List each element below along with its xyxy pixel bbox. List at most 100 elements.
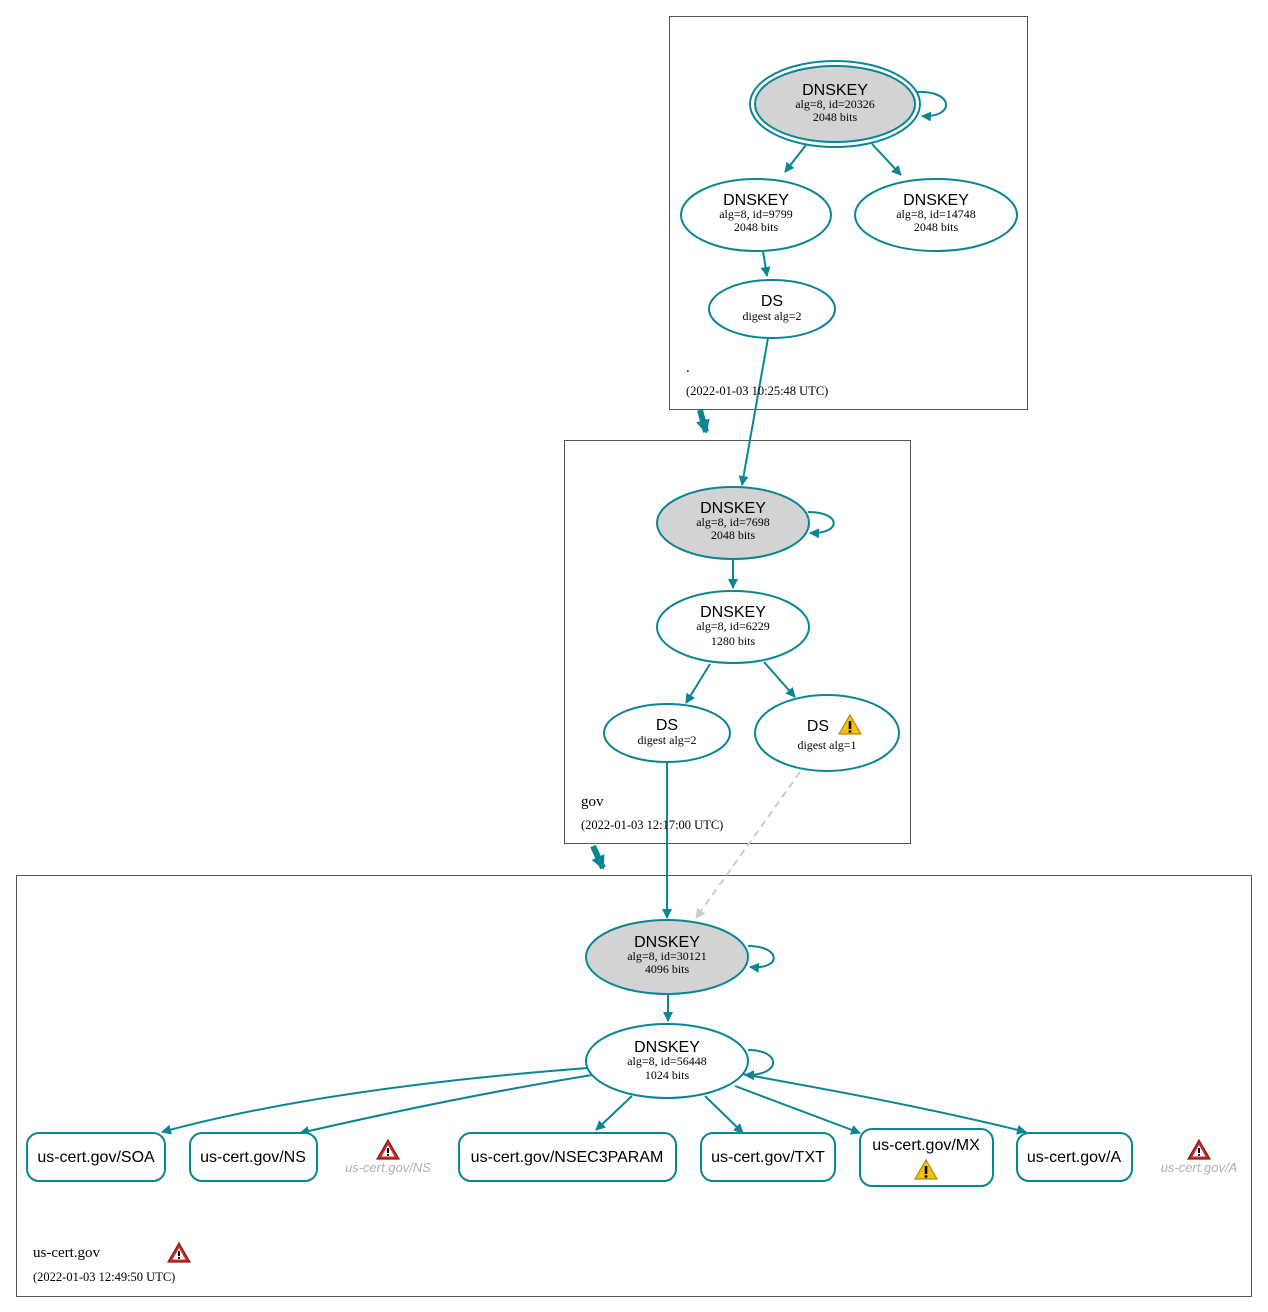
record-label: us-cert.gov/NS <box>200 1149 306 1166</box>
zone-uscert-name: us-cert.gov <box>33 1245 101 1261</box>
edge-uscert-zsk-ns <box>299 1074 593 1136</box>
zone-gov-box <box>564 440 911 844</box>
node-detail: alg=8, id=30121 <box>627 949 707 963</box>
ghost-record-a[interactable]: us-cert.gov/A <box>1161 1139 1238 1175</box>
root-zsk2-node[interactable]: DNSKEY alg=8, id=14748 2048 bits <box>854 178 1018 252</box>
node-detail: alg=8, id=7698 <box>696 515 770 529</box>
edge-root-zsk1-ds <box>760 250 771 277</box>
zone-root-name: . <box>686 360 690 376</box>
record-txt[interactable]: us-cert.gov/TXT <box>700 1132 836 1182</box>
edge-gov-zsk-ds1 <box>763 661 796 698</box>
error-icon <box>167 1242 191 1263</box>
edge-uscert-ksk-self <box>747 945 775 973</box>
zone-root-box <box>669 16 1028 410</box>
record-nsec3param[interactable]: us-cert.gov/NSEC3PARAM <box>458 1132 677 1182</box>
record-soa[interactable]: us-cert.gov/SOA <box>26 1132 166 1182</box>
node-detail: 1280 bits <box>711 634 756 648</box>
record-a-box <box>1016 1132 1133 1182</box>
root-zsk1-node[interactable]: DNSKEY alg=8, id=9799 2048 bits <box>680 178 832 252</box>
record-ns[interactable]: us-cert.gov/NS <box>189 1132 318 1182</box>
record-label: us-cert.gov/SOA <box>37 1149 155 1166</box>
node-detail: 2048 bits <box>734 220 779 234</box>
edge-root-ksk-zsk1 <box>784 144 807 173</box>
gov-ds1-shape <box>754 694 900 772</box>
gov-ksk-node[interactable]: DNSKEY alg=8, id=7698 2048 bits <box>656 486 810 560</box>
delegation-root-gov-arrow <box>696 409 710 434</box>
zone-gov-name: gov <box>581 794 604 810</box>
ghost-record-ns[interactable]: us-cert.gov/NS <box>345 1139 431 1175</box>
node-detail: 2048 bits <box>914 220 959 234</box>
root-ksk-shape <box>754 65 916 143</box>
node-title: DS <box>656 717 678 734</box>
root-ksk-node[interactable]: DNSKEY alg=8, id=20326 2048 bits <box>749 60 921 148</box>
edge-gov-ksk-self <box>807 511 835 539</box>
record-soa-box <box>26 1132 166 1182</box>
node-title: DNSKEY <box>700 604 766 621</box>
edge-uscert-zsk-mx <box>734 1085 861 1135</box>
record-nsec3param-box <box>458 1132 677 1182</box>
zone-uscert-box <box>16 875 1252 1297</box>
record-mx-box <box>859 1128 994 1187</box>
error-icon <box>1187 1139 1211 1160</box>
record-label: us-cert.gov/A <box>1027 1149 1122 1166</box>
record-label: us-cert.gov/NSEC3PARAM <box>471 1149 664 1166</box>
zone-gov-timestamp: (2022-01-03 12:17:00 UTC) <box>581 818 723 832</box>
record-a[interactable]: us-cert.gov/A <box>1016 1132 1133 1182</box>
node-detail: alg=8, id=6229 <box>696 619 770 633</box>
node-detail: digest alg=1 <box>797 738 856 752</box>
node-detail: digest alg=2 <box>637 733 696 747</box>
gov-ds1-node[interactable]: DS digest alg=1 <box>754 694 900 772</box>
record-ns-box <box>189 1132 318 1182</box>
root-zsk2-shape <box>854 178 1018 252</box>
uscert-zsk-node[interactable]: DNSKEY alg=8, id=56448 1024 bits <box>585 1023 749 1099</box>
ghost-record-label: us-cert.gov/NS <box>345 1160 431 1175</box>
edge-uscert-zsk-a <box>741 1073 1027 1135</box>
error-icon <box>376 1139 400 1160</box>
gov-ds2-node[interactable]: DS digest alg=2 <box>603 703 731 763</box>
edge-uscert-zsk-nsec3param <box>595 1095 633 1131</box>
root-ds-shape <box>708 279 836 339</box>
node-title: DNSKEY <box>634 934 700 951</box>
node-detail: alg=8, id=9799 <box>719 207 793 221</box>
zone-root-timestamp: (2022-01-03 10:25:48 UTC) <box>686 384 828 398</box>
zone-uscert-timestamp: (2022-01-03 12:49:50 UTC) <box>33 1270 175 1284</box>
node-title: DS <box>761 293 783 310</box>
node-title: DNSKEY <box>903 192 969 209</box>
edge-uscert-zsk-self <box>744 1049 775 1081</box>
gov-zsk-shape <box>656 590 810 664</box>
uscert-ksk-node[interactable]: DNSKEY alg=8, id=30121 4096 bits <box>585 919 749 995</box>
node-detail: alg=8, id=56448 <box>627 1054 707 1068</box>
edge-root-ksk-zsk2 <box>871 143 902 176</box>
edge-root-ksk-self <box>915 90 947 122</box>
uscert-ksk-shape <box>585 919 749 995</box>
edge-uscert-zsk-txt <box>704 1095 744 1134</box>
node-detail: digest alg=2 <box>742 309 801 323</box>
node-detail: alg=8, id=20326 <box>795 97 875 111</box>
node-title: DNSKEY <box>802 82 868 99</box>
node-detail: 2048 bits <box>813 110 858 124</box>
edge-root-ds-gov-ksk <box>738 337 769 486</box>
ghost-record-label: us-cert.gov/A <box>1161 1160 1238 1175</box>
record-label: us-cert.gov/MX <box>872 1137 980 1154</box>
gov-ds2-shape <box>603 703 731 763</box>
node-detail: 4096 bits <box>645 962 690 976</box>
node-detail: alg=8, id=14748 <box>896 207 976 221</box>
gov-zsk-node[interactable]: DNSKEY alg=8, id=6229 1280 bits <box>656 590 810 664</box>
node-detail: 1024 bits <box>645 1068 690 1082</box>
record-label: us-cert.gov/TXT <box>711 1149 825 1166</box>
delegation-gov-uscert-arrow <box>590 844 606 870</box>
uscert-zsk-shape <box>585 1023 749 1099</box>
node-title: DNSKEY <box>700 500 766 517</box>
record-mx[interactable]: us-cert.gov/MX <box>859 1128 994 1187</box>
gov-ksk-shape <box>656 486 810 560</box>
root-ds-node[interactable]: DS digest alg=2 <box>708 279 836 339</box>
root-zsk1-shape <box>680 178 832 252</box>
node-title: DNSKEY <box>723 192 789 209</box>
node-title: DNSKEY <box>634 1039 700 1056</box>
edge-uscert-zsk-soa <box>161 1067 589 1135</box>
record-txt-box <box>700 1132 836 1182</box>
edge-gov-ds1-uscert-ksk-insecure <box>695 771 801 919</box>
edge-gov-zsk-ds2 <box>685 663 711 704</box>
node-title: DS <box>807 718 829 735</box>
